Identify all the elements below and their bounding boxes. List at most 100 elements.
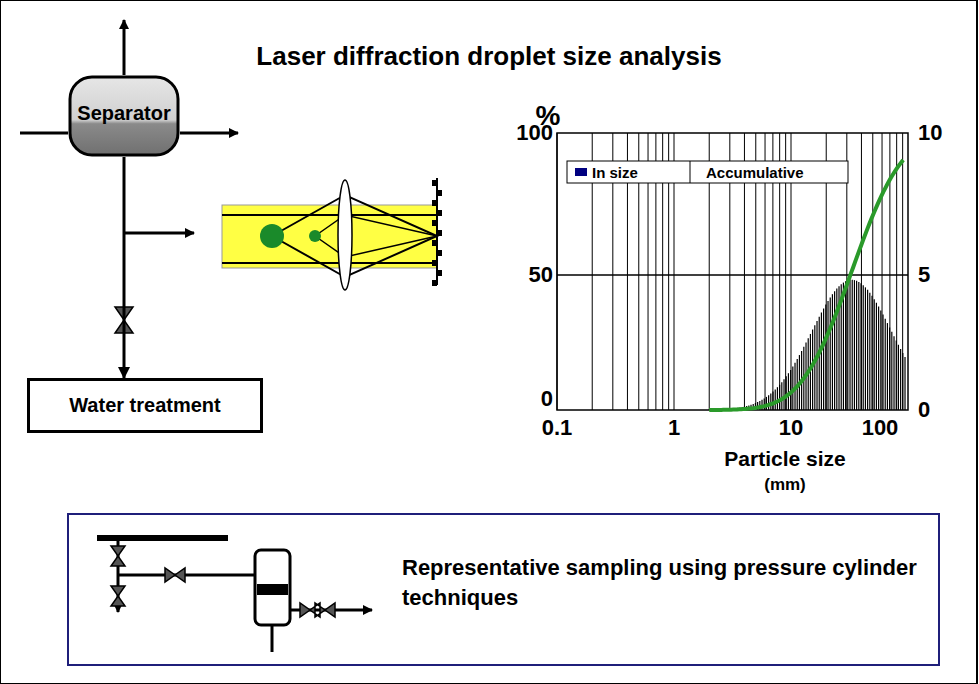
droplet — [309, 230, 321, 242]
detector-cell — [432, 280, 437, 286]
histogram-bar — [882, 315, 883, 410]
axis-title: Particle size — [724, 447, 845, 471]
separator-vessel: Separator — [68, 75, 180, 157]
histogram-bar — [834, 291, 835, 410]
gas-outlet-pipe — [123, 20, 126, 75]
histogram-bar — [772, 392, 773, 410]
histogram-bar — [816, 321, 817, 410]
axis-tick-label: 0 — [918, 397, 930, 423]
histogram-bar — [786, 376, 787, 410]
detector-cell — [432, 240, 437, 246]
histogram-bar — [880, 310, 881, 410]
histogram-bar — [865, 287, 866, 410]
histogram-bar — [874, 299, 875, 410]
histogram-bar — [887, 323, 888, 410]
histogram-bar — [854, 280, 855, 410]
histogram-bar — [777, 387, 778, 410]
histogram-bar — [902, 353, 903, 410]
scatter-ray — [272, 195, 437, 277]
histogram-bar — [900, 349, 901, 410]
axis-tick-label: 50 — [529, 262, 553, 288]
histogram-bar — [860, 283, 861, 410]
detector-cells — [432, 180, 442, 286]
grid-line — [861, 133, 862, 410]
valve-symbol — [111, 546, 335, 617]
histogram-bar — [863, 285, 864, 410]
detector-cell — [432, 200, 437, 206]
piston-rod — [271, 625, 274, 652]
histogram-bar — [876, 303, 877, 410]
chart — [557, 133, 908, 410]
histogram-bar — [878, 307, 879, 410]
process-pipes — [20, 20, 238, 233]
beam-edge — [222, 262, 437, 264]
node-label: Water treatment — [30, 394, 260, 417]
detector-cell — [432, 260, 437, 266]
oil-outlet-pipe — [180, 132, 238, 135]
histogram-bar — [825, 305, 826, 410]
axis-tick-label: 100 — [862, 415, 899, 441]
detector-cell — [437, 250, 442, 256]
histogram-bar — [852, 280, 853, 410]
process-box: Water treatment — [27, 378, 263, 433]
histogram-bar — [867, 290, 868, 410]
axis-tick-label: 100 — [516, 120, 553, 146]
droplet — [260, 224, 284, 248]
detector-cell — [437, 210, 442, 216]
detector-cell — [432, 180, 437, 186]
legend-label: In size — [592, 164, 638, 181]
plot-area — [557, 133, 908, 410]
laser-optics — [222, 178, 442, 290]
histogram-bar — [893, 336, 894, 410]
histogram-bar — [889, 327, 890, 410]
legend-label: Accumulative — [706, 164, 804, 181]
histogram-bar — [781, 382, 782, 410]
histogram-bar — [832, 294, 833, 410]
axis-tick-label: 10 — [779, 415, 803, 441]
histogram-bar — [849, 280, 850, 410]
histogram-bar — [827, 301, 828, 410]
histogram-bar — [845, 281, 846, 410]
grid-line — [557, 274, 908, 276]
histogram-bar — [904, 357, 905, 410]
inlet-pipe — [20, 132, 68, 135]
histogram-bar — [779, 385, 780, 410]
histogram-bar — [775, 389, 776, 410]
grid-line — [896, 133, 897, 410]
histogram-bar — [898, 345, 899, 410]
legend-divider — [690, 161, 691, 183]
sample-branch-pipe — [124, 232, 194, 235]
histogram-bar — [858, 282, 859, 410]
beam-edge — [222, 214, 437, 216]
histogram-bar — [821, 312, 822, 410]
axis-tick-label: 0.1 — [542, 415, 573, 441]
histogram-bar — [871, 296, 872, 410]
piston — [257, 584, 288, 595]
legend-box — [567, 161, 848, 183]
detector-cell — [437, 270, 442, 276]
histogram-bar — [819, 317, 820, 410]
histogram-bar — [770, 393, 771, 410]
legend-swatch — [575, 168, 587, 176]
detector-cell — [432, 220, 437, 226]
histogram-bar — [768, 395, 769, 410]
detector-cell — [437, 230, 442, 236]
histogram-bar — [823, 308, 824, 410]
node-label: Representative sampling using pressure c… — [402, 553, 938, 613]
axis-tick-label: 1 — [668, 415, 680, 441]
histogram-bar — [869, 293, 870, 410]
laser-beam — [222, 205, 437, 268]
grid-line — [557, 133, 558, 410]
detector-cell — [437, 190, 442, 196]
histogram-bar — [783, 379, 784, 410]
sample-line — [118, 574, 255, 577]
axis-tick-label: 0 — [541, 386, 553, 412]
scatter-ray — [315, 215, 437, 257]
axis-title: (mm) — [764, 475, 806, 495]
histogram-bar — [891, 332, 892, 410]
histogram-bar — [847, 280, 848, 410]
grid-line — [882, 133, 883, 410]
lens — [338, 180, 352, 290]
node-label: Separator — [68, 102, 180, 125]
grid-line — [872, 133, 873, 410]
